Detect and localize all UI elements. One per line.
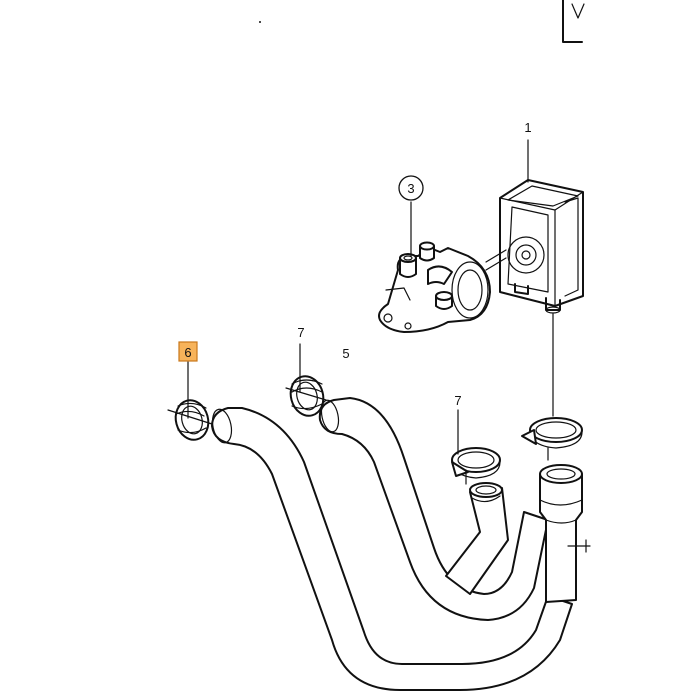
svg-text:3: 3: [407, 181, 414, 196]
stray-dot: [259, 21, 261, 23]
hose-right: [539, 464, 591, 603]
callout-7-upper: 7: [297, 325, 304, 340]
clamp-6: [167, 399, 213, 441]
hose-5: [318, 397, 549, 621]
part-1-oil-cooler: [485, 179, 584, 314]
clamp-7-lower: [451, 447, 501, 485]
callout-6-highlight: [178, 341, 198, 362]
callout-1: 1: [524, 120, 531, 135]
callout-6[interactable]: 6: [178, 341, 198, 362]
svg-text:5: 5: [342, 346, 349, 361]
callout-3: 3: [398, 175, 424, 201]
corner-frame: [562, 0, 585, 43]
clamp-7-upper: [285, 375, 327, 417]
svg-text:1: 1: [524, 120, 531, 135]
clamp-right: [521, 417, 583, 461]
hose-small: [445, 482, 509, 595]
part-3-adapter-housing: [378, 241, 491, 333]
svg-text:7: 7: [297, 325, 304, 340]
hose-left: [211, 407, 573, 691]
svg-text:6: 6: [184, 345, 191, 360]
callout-7-lower: 7: [454, 393, 461, 408]
svg-text:7: 7: [454, 393, 461, 408]
callout-5: 5: [342, 346, 349, 361]
